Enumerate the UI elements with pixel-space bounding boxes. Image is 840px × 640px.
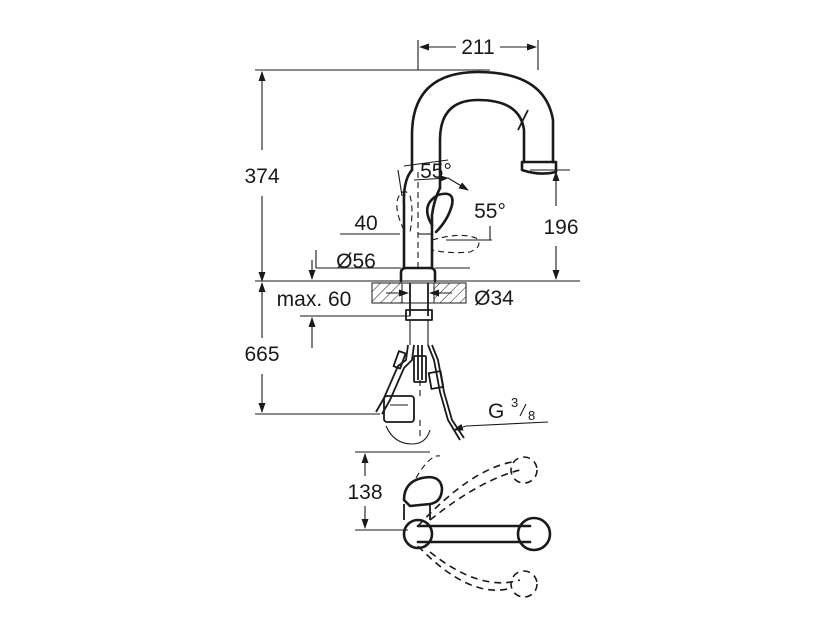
dim-665-label: 665 — [244, 343, 279, 366]
thread-g-label: G — [488, 400, 504, 423]
faucet-plan-view — [402, 455, 552, 598]
thread-num-label: 3 — [511, 395, 518, 410]
dim-374-label: 374 — [244, 165, 279, 188]
dim-40-label: 40 — [354, 212, 377, 235]
dim-dia56-label: Ø56 — [336, 250, 376, 273]
dimension-196: 196 — [530, 169, 579, 280]
dim-196-label: 196 — [543, 216, 578, 239]
dimension-665: 665 — [244, 282, 380, 415]
dim-211-label: 211 — [461, 36, 494, 59]
dimension-374: 374 — [244, 69, 490, 282]
dim-dia34-label: Ø34 — [474, 287, 514, 310]
dimension-40: 40 — [340, 212, 432, 235]
angle-55-side: 55° — [446, 200, 506, 241]
dim-max60-label: max. 60 — [277, 288, 352, 311]
dimension-dia56: Ø56 — [315, 250, 470, 273]
angle-side-label: 55° — [474, 200, 506, 223]
thread-den-label: 8 — [528, 408, 535, 423]
dim-138-label: 138 — [347, 481, 382, 504]
dimension-max60: max. 60 — [277, 260, 410, 348]
under-counter-assembly — [375, 309, 465, 445]
angle-55-top: 55° — [397, 159, 469, 197]
dimension-211: 211 — [417, 36, 539, 70]
dimension-dia34: Ø34 — [386, 287, 514, 310]
angle-top-label: 55° — [420, 160, 452, 183]
dimension-138: 138 — [347, 451, 430, 531]
thread-callout: G 3 8 — [453, 395, 549, 431]
